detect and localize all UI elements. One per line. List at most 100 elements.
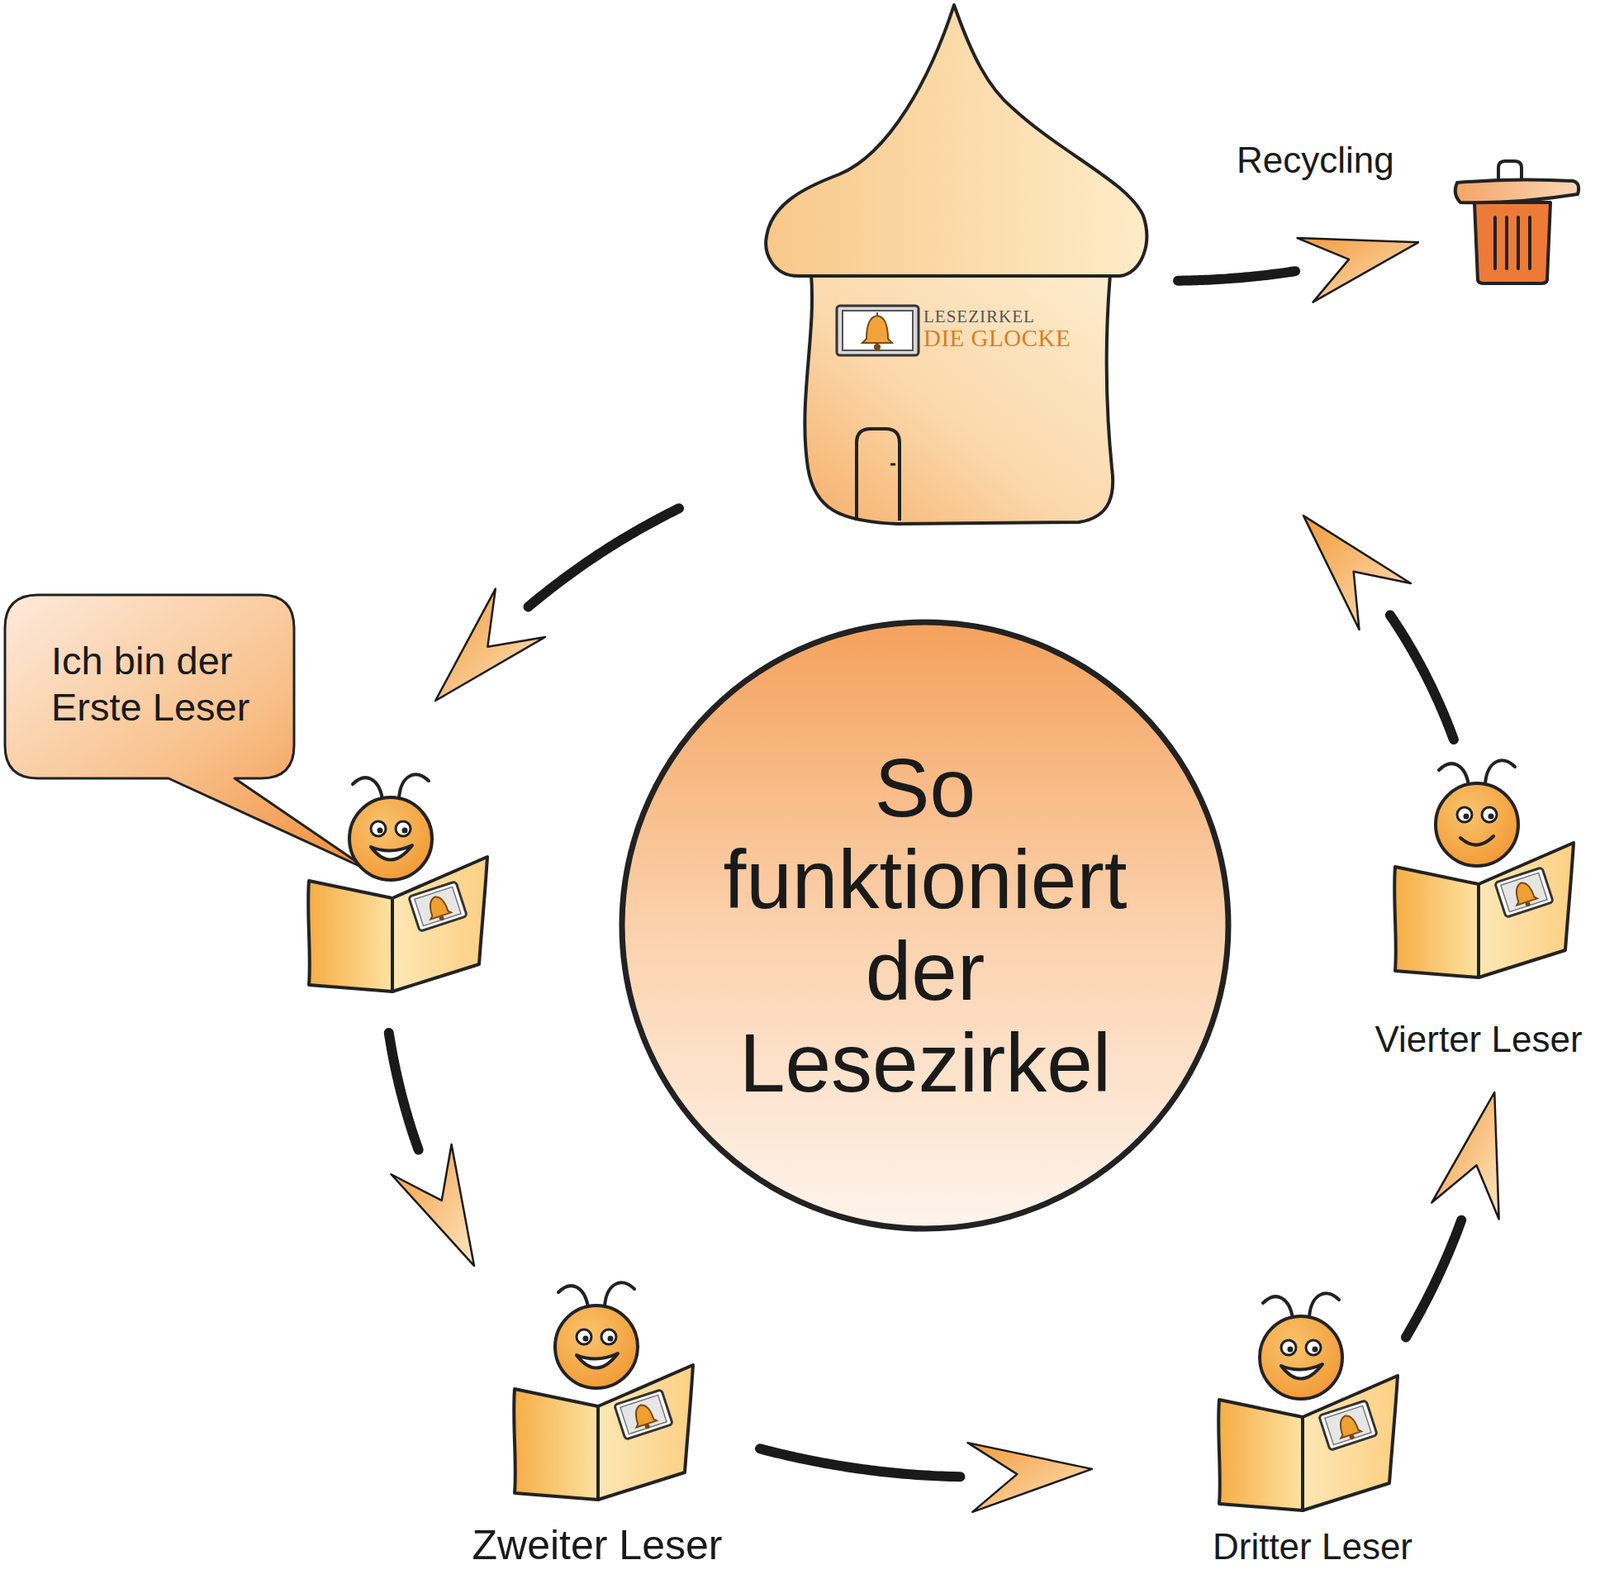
reader-head bbox=[1259, 1315, 1343, 1399]
eye bbox=[370, 821, 386, 836]
reader-figure-shape bbox=[301, 755, 496, 996]
house-door bbox=[856, 428, 900, 521]
decor-circle bbox=[1348, 1433, 1356, 1440]
pupil bbox=[377, 827, 384, 834]
pupil bbox=[402, 827, 409, 834]
house-roof bbox=[765, 4, 1147, 276]
reader-figure: Zweiter Leser bbox=[507, 1263, 702, 1504]
decor-path bbox=[1516, 217, 1520, 269]
antenna bbox=[1438, 763, 1469, 785]
eye bbox=[1305, 1339, 1321, 1355]
antenna bbox=[1485, 759, 1515, 784]
book-page bbox=[392, 856, 488, 992]
flow-arrow bbox=[1303, 515, 1454, 740]
recycling-bin-shape bbox=[1448, 157, 1582, 286]
flow-arrow bbox=[759, 1442, 1092, 1512]
decor-rect bbox=[1319, 1400, 1378, 1450]
bell-logo bbox=[1495, 867, 1554, 917]
decor-path bbox=[1334, 1412, 1362, 1439]
reader-figure: Vierter Leser bbox=[1387, 741, 1582, 982]
logo-text: LESEZIRKEL bbox=[923, 306, 1036, 327]
decor-path bbox=[1505, 217, 1509, 269]
pupil bbox=[1463, 813, 1470, 820]
arrow-head bbox=[435, 588, 546, 701]
mouth bbox=[1281, 1363, 1323, 1379]
title-text: So funktioniert der Lesezirkel bbox=[702, 741, 1149, 1109]
decor-circle bbox=[1524, 900, 1532, 907]
eye bbox=[1481, 807, 1497, 822]
pupil bbox=[1488, 813, 1495, 820]
arrow-head bbox=[1431, 1091, 1499, 1220]
decor-rect bbox=[408, 881, 468, 931]
antenna bbox=[1262, 1296, 1293, 1318]
decor-rect bbox=[1500, 872, 1548, 912]
reader-head bbox=[1435, 783, 1519, 866]
book-page bbox=[308, 880, 393, 992]
decor-rect bbox=[1495, 867, 1554, 917]
book-page bbox=[1394, 866, 1479, 978]
decor-circle bbox=[438, 914, 446, 922]
logo-text: DIE GLOCKE bbox=[923, 324, 1071, 352]
eye bbox=[395, 821, 411, 836]
arrow-stroke bbox=[1177, 270, 1296, 281]
decor-path bbox=[424, 893, 452, 920]
bell-logo bbox=[1319, 1400, 1378, 1450]
mouth bbox=[576, 1353, 618, 1368]
antenna bbox=[352, 777, 383, 799]
reader-figure-shape bbox=[1211, 1274, 1406, 1515]
book-page bbox=[1218, 1399, 1303, 1510]
mouth bbox=[370, 845, 413, 860]
door-knob bbox=[890, 463, 896, 466]
arrow-stroke bbox=[1390, 614, 1454, 740]
reader-figure: Dritter Leser bbox=[1211, 1274, 1406, 1515]
bin-lid bbox=[1455, 179, 1579, 203]
decor-path bbox=[1510, 879, 1538, 906]
reader-figure: Ich bin der Erste Leser bbox=[301, 755, 496, 996]
publisher-house-shape bbox=[764, 4, 1149, 528]
reader-figure-shape bbox=[1387, 741, 1582, 982]
reader-figure-shape bbox=[507, 1263, 702, 1504]
decor-rect bbox=[836, 305, 919, 356]
arrow-head bbox=[391, 1144, 475, 1266]
flow-arrow bbox=[1405, 1091, 1500, 1337]
bell-logo bbox=[408, 881, 468, 931]
reader-label: Dritter Leser bbox=[1212, 1526, 1413, 1567]
pupil bbox=[1312, 1346, 1319, 1353]
logo-icon bbox=[836, 305, 919, 356]
pupil bbox=[583, 1335, 589, 1342]
arrow-stroke bbox=[389, 1032, 419, 1150]
arrow-stroke bbox=[528, 508, 679, 607]
eye bbox=[576, 1329, 592, 1344]
decor-path bbox=[862, 315, 893, 343]
recycling-bin: Recycling bbox=[1448, 157, 1582, 286]
decor-rect bbox=[414, 886, 461, 926]
antenna bbox=[1309, 1292, 1339, 1317]
flow-arrow bbox=[1177, 237, 1419, 303]
decor-rect bbox=[614, 1389, 674, 1439]
flow-arrow bbox=[435, 508, 679, 701]
eye bbox=[1281, 1339, 1297, 1355]
flow-arrow bbox=[389, 1032, 475, 1266]
decor-rect bbox=[842, 310, 913, 351]
pupil bbox=[1287, 1346, 1294, 1353]
antenna bbox=[604, 1281, 635, 1306]
book-page bbox=[1478, 842, 1574, 978]
arrow-stroke bbox=[759, 1448, 960, 1477]
book-page bbox=[598, 1364, 694, 1500]
center-circle bbox=[621, 621, 1229, 1229]
reader-label: Zweiter Leser bbox=[472, 1522, 723, 1568]
recycling-label: Recycling bbox=[1236, 138, 1395, 181]
house-body bbox=[804, 274, 1113, 524]
decor-path bbox=[1493, 217, 1497, 269]
eye bbox=[1457, 807, 1472, 822]
antenna bbox=[558, 1285, 589, 1307]
speech-bubble bbox=[4, 594, 371, 871]
bell-logo bbox=[614, 1389, 674, 1439]
title-circle: So funktioniert der Lesezirkel bbox=[618, 618, 1232, 1232]
arrow-head bbox=[968, 1442, 1092, 1512]
arrow-head bbox=[1297, 237, 1419, 303]
bin-body bbox=[1474, 202, 1551, 284]
decor-rect bbox=[620, 1394, 667, 1434]
book-page bbox=[1302, 1375, 1398, 1510]
